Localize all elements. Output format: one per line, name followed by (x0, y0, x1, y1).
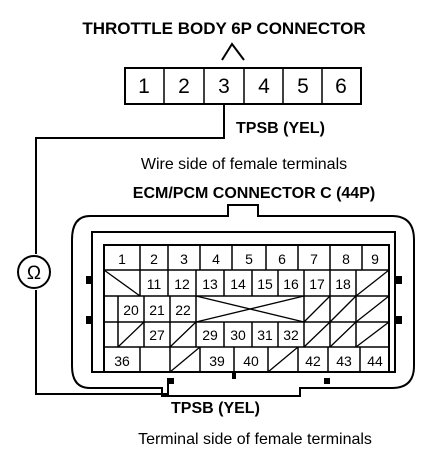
ecm-pin: 43 (336, 353, 352, 369)
ecm-pin: 6 (278, 251, 286, 267)
ecm-pin: 29 (202, 327, 218, 343)
ecm-pin: 11 (147, 276, 162, 292)
ecm-pin: 15 (257, 276, 273, 292)
ecm-pin: 36 (114, 353, 130, 369)
throttle-pin-dividers (163, 68, 323, 104)
throttle-pin: 3 (218, 75, 230, 98)
meter-lead-top (35, 104, 225, 254)
ecm-pin: 18 (335, 276, 351, 292)
ecm-pin: 9 (371, 251, 379, 267)
ohmmeter-symbol (17, 255, 51, 289)
ecm-pin: 2 (150, 251, 158, 267)
throttle-pin: 1 (138, 75, 150, 98)
wire-side-caption: Wire side of female terminals (141, 156, 347, 173)
ohm-symbol: Ω (27, 263, 41, 284)
locking-tabs (86, 276, 402, 379)
ecm-pin: 40 (243, 353, 259, 369)
throttle-connector-body (124, 67, 362, 105)
ecm-pin: 1 (118, 251, 126, 267)
throttle-pin-numbers: 1 2 3 4 5 6 (138, 75, 347, 98)
ecm-pin: 7 (310, 251, 318, 267)
ecm-pin: 13 (202, 276, 218, 292)
ecm-pin: 17 (309, 276, 325, 292)
ecm-pin: 30 (230, 327, 246, 343)
throttle-pin: 5 (297, 75, 309, 98)
throttle-pin: 4 (258, 75, 270, 98)
ecm-pin: 20 (123, 302, 139, 318)
ecm-pin: 8 (342, 251, 350, 267)
ecm-pin: 42 (305, 353, 321, 369)
throttle-pin: 6 (335, 75, 347, 98)
terminal-side-caption: Terminal side of female terminals (138, 431, 372, 448)
ecm-pin: 32 (283, 327, 299, 343)
throttle-connector-title: THROTTLE BODY 6P CONNECTOR (82, 19, 365, 38)
ecm-pin: 5 (245, 251, 253, 267)
ecm-pin: 31 (257, 327, 273, 343)
ecm-pin: 39 (209, 353, 225, 369)
ecm-pin: 12 (174, 276, 190, 292)
ecm-pin: 44 (367, 353, 383, 369)
ecm-pin: 27 (149, 327, 165, 343)
ecm-pin: 3 (180, 251, 188, 267)
tpsb-label-top: TPSB (YEL) (236, 120, 325, 137)
ecm-connector-title: ECM/PCM CONNECTOR C (44P) (133, 185, 375, 202)
throttle-connector-key (221, 42, 245, 61)
throttle-pin: 2 (178, 75, 190, 98)
ecm-pin: 22 (175, 302, 191, 318)
ecm-pin-numbers: 1 2 3 4 5 6 7 8 9 11 12 13 14 15 16 17 1… (114, 251, 383, 369)
unused-cavity-marks (103, 269, 390, 373)
ecm-pin: 14 (230, 276, 246, 292)
ecm-pin: 21 (149, 302, 165, 318)
ecm-pin-grid (103, 244, 390, 373)
ecm-pin: 4 (212, 251, 220, 267)
probe-markers (168, 378, 330, 384)
meter-lead-bottom (35, 290, 169, 395)
ecm-pin: 16 (283, 276, 299, 292)
tpsb-label-bottom: TPSB (YEL) (171, 400, 260, 417)
ecm-connector-housing (71, 204, 415, 397)
